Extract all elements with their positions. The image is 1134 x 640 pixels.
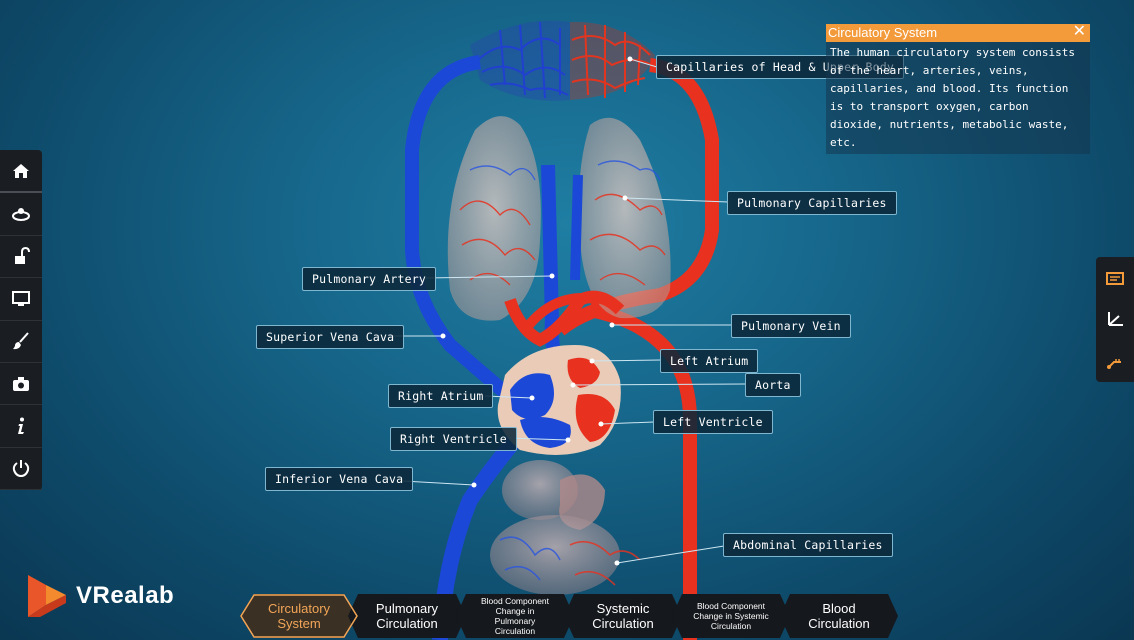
camera-icon (13, 376, 29, 391)
label-pulmonary-capillaries[interactable]: Pulmonary Capillaries (727, 191, 897, 215)
label-abdominal-capillaries[interactable]: Abdominal Capillaries (723, 533, 893, 557)
tab-label: Blood (822, 601, 856, 616)
label-pulmonary-vein[interactable]: Pulmonary Vein (731, 314, 851, 338)
info-icon (18, 417, 24, 434)
label-left-atrium[interactable]: Left Atrium (660, 349, 759, 373)
screen-icon (12, 290, 30, 306)
logo-text: VRealab (76, 582, 175, 609)
measure-button[interactable] (1096, 341, 1134, 381)
view-icon (12, 208, 30, 222)
tab-label: Change in (495, 606, 535, 616)
brush-icon (13, 332, 29, 350)
panel-button[interactable] (1096, 258, 1134, 298)
tab-label: Pulmonary (375, 601, 439, 616)
unlock-button[interactable] (0, 236, 42, 279)
tab-label: Systemic (596, 601, 650, 616)
axis-button[interactable] (1096, 299, 1134, 339)
tab-label: Blood Component (696, 601, 766, 611)
camera-button[interactable] (0, 363, 42, 406)
axis-icon (1108, 312, 1123, 327)
info-body: The human circulatory system consists of… (830, 46, 1076, 149)
tab-label: System (277, 616, 321, 631)
info-button[interactable] (0, 405, 42, 448)
right-toolbar (1096, 257, 1134, 382)
head-capillaries (470, 20, 655, 101)
panel-icon (1106, 271, 1124, 285)
tab-label: Circulation (376, 616, 438, 631)
vrealab-logo-icon (28, 575, 66, 617)
screen-button[interactable] (0, 278, 42, 321)
tab-label: Blood Component (480, 596, 550, 606)
brush-button[interactable] (0, 321, 42, 363)
label-aorta[interactable]: Aorta (745, 373, 801, 397)
home-button[interactable] (0, 150, 42, 194)
tab-label: Pulmonary (494, 616, 536, 626)
stomach (559, 474, 605, 530)
measure-icon (1107, 359, 1121, 370)
right-lung (447, 116, 541, 321)
unlock-icon (15, 247, 30, 265)
left-lung (578, 117, 671, 319)
heart (497, 345, 621, 455)
liver (502, 460, 578, 520)
label-right-atrium[interactable]: Right Atrium (388, 384, 494, 408)
info-title: Circulatory System (828, 25, 938, 40)
close-icon[interactable]: ✕ (1072, 23, 1086, 40)
power-icon (12, 460, 30, 478)
view-button[interactable] (0, 193, 42, 236)
left-toolbar (0, 150, 42, 490)
home-icon (13, 163, 29, 178)
tab-label: Change in Systemic (693, 611, 769, 621)
tab-label: Circulation (710, 621, 752, 631)
pulmonary-capillary-net (459, 193, 666, 286)
leader-lines (392, 58, 747, 564)
tab-label: Circulatory (267, 601, 331, 616)
tab-label: Circulation (808, 616, 870, 631)
logo: VRealab (24, 573, 174, 619)
label-right-ventricle[interactable]: Right Ventricle (390, 427, 517, 451)
label-inferior-vena-cava[interactable]: Inferior Vena Cava (265, 467, 414, 491)
label-superior-vena-cava[interactable]: Superior Vena Cava (256, 325, 405, 349)
info-header: Circulatory System ✕ (826, 23, 1090, 42)
label-left-ventricle[interactable]: Left Ventricle (653, 410, 773, 434)
info-panel: Circulatory System ✕ The human circulato… (826, 23, 1090, 154)
tab-label: Circulation (494, 626, 536, 636)
tab-label: Circulation (592, 616, 654, 631)
label-pulmonary-artery[interactable]: Pulmonary Artery (302, 267, 436, 291)
power-button[interactable] (0, 448, 42, 490)
intestines (490, 515, 620, 595)
